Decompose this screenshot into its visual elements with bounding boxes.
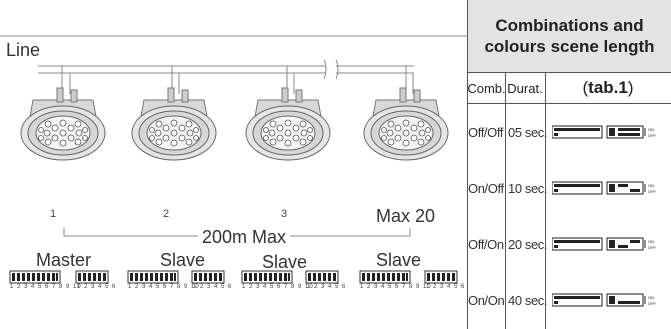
table-row: On/On 40 sec. ON OFF [468,272,671,328]
dip6-numbers-slave-3: 1 2 3 4 5 6 [426,284,466,290]
fixture-number-3: 3 [281,208,288,220]
fixture-number-2: 2 [163,208,170,220]
column-divider-1 [505,72,506,329]
role-label-master: Master [36,250,92,270]
switch-off-text: OFF [648,133,657,138]
row-durat: 10 sec. [508,180,548,196]
switch-setting-icon: ON OFF [552,125,657,139]
role-label-slave-1: Slave [160,250,206,270]
row-comb: On/On [468,292,505,308]
dip6-numbers-slave-1: 1 2 3 4 5 6 [193,284,233,290]
row-comb: Off/Off [468,124,504,140]
scene-length-table: Combinations and colours scene length Co… [467,0,671,329]
switch-off-text: OFF [648,245,657,250]
table-title-line-1: Combinations and [495,16,644,35]
switch-on-text: ON [648,183,654,188]
wiring-diagram: Line [0,35,467,290]
row-durat: 05 sec. [508,124,548,140]
switch-on-text: ON [648,295,654,300]
switch-setting-icon: ON OFF [552,293,657,307]
dip6-numbers-slave-2: 1 2 3 4 5 6 [307,284,347,290]
switch-on-text: ON [648,127,654,132]
role-label-slave-2: Slave [262,252,308,272]
dip-switch-groups [9,270,458,284]
role-label-slave-3: Slave [376,250,422,270]
switch-off-text: OFF [648,301,657,306]
line-label: Line [6,40,41,60]
switch-setting-icon: ON OFF [552,181,657,195]
row-comb: On/Off [468,180,504,196]
wiring-lines [0,35,467,237]
dip10-numbers-slave-2: 1 2 3 4 5 6 7 8 9 10 [242,284,314,290]
switch-off-text: OFF [648,189,657,194]
dip10-numbers-slave-3: 1 2 3 4 5 6 7 8 9 10 [360,284,432,290]
dip10-numbers-master: 1 2 3 4 5 6 7 8 9 10 [10,284,82,290]
distance-label: 200m Max [202,227,287,247]
header-tab-bold: tab.1 [588,78,628,97]
table-title-line-2: colours scene length [484,37,655,56]
fixture-number-1: 1 [50,208,57,220]
row-comb: Off/On [468,236,504,252]
row-durat: 40 sec. [508,292,548,308]
table-title: Combinations and colours scene length [468,0,671,72]
dip10-numbers-slave-1: 1 2 3 4 5 6 7 8 9 10 [128,284,200,290]
table-row: Off/Off 05 sec. ON OFF [468,104,671,160]
switch-on-text: ON [648,239,654,244]
header-durat: Durat. [505,72,545,104]
row-durat: 20 sec. [508,236,548,252]
header-tab-close: ) [627,78,634,97]
table-row: On/Off 10 sec. ON OFF [468,160,671,216]
max-label: Max 20 [376,206,436,226]
header-comb: Comb. [467,72,506,104]
header-tab: (tab.1) [545,72,671,104]
column-divider-2 [545,72,546,329]
dip6-numbers-master: 1 2 3 4 5 6 [77,284,117,290]
table-row: Off/On 20 sec. ON OFF [468,216,671,272]
switch-setting-icon: ON OFF [552,237,657,251]
header-tab-open: ( [582,78,589,97]
